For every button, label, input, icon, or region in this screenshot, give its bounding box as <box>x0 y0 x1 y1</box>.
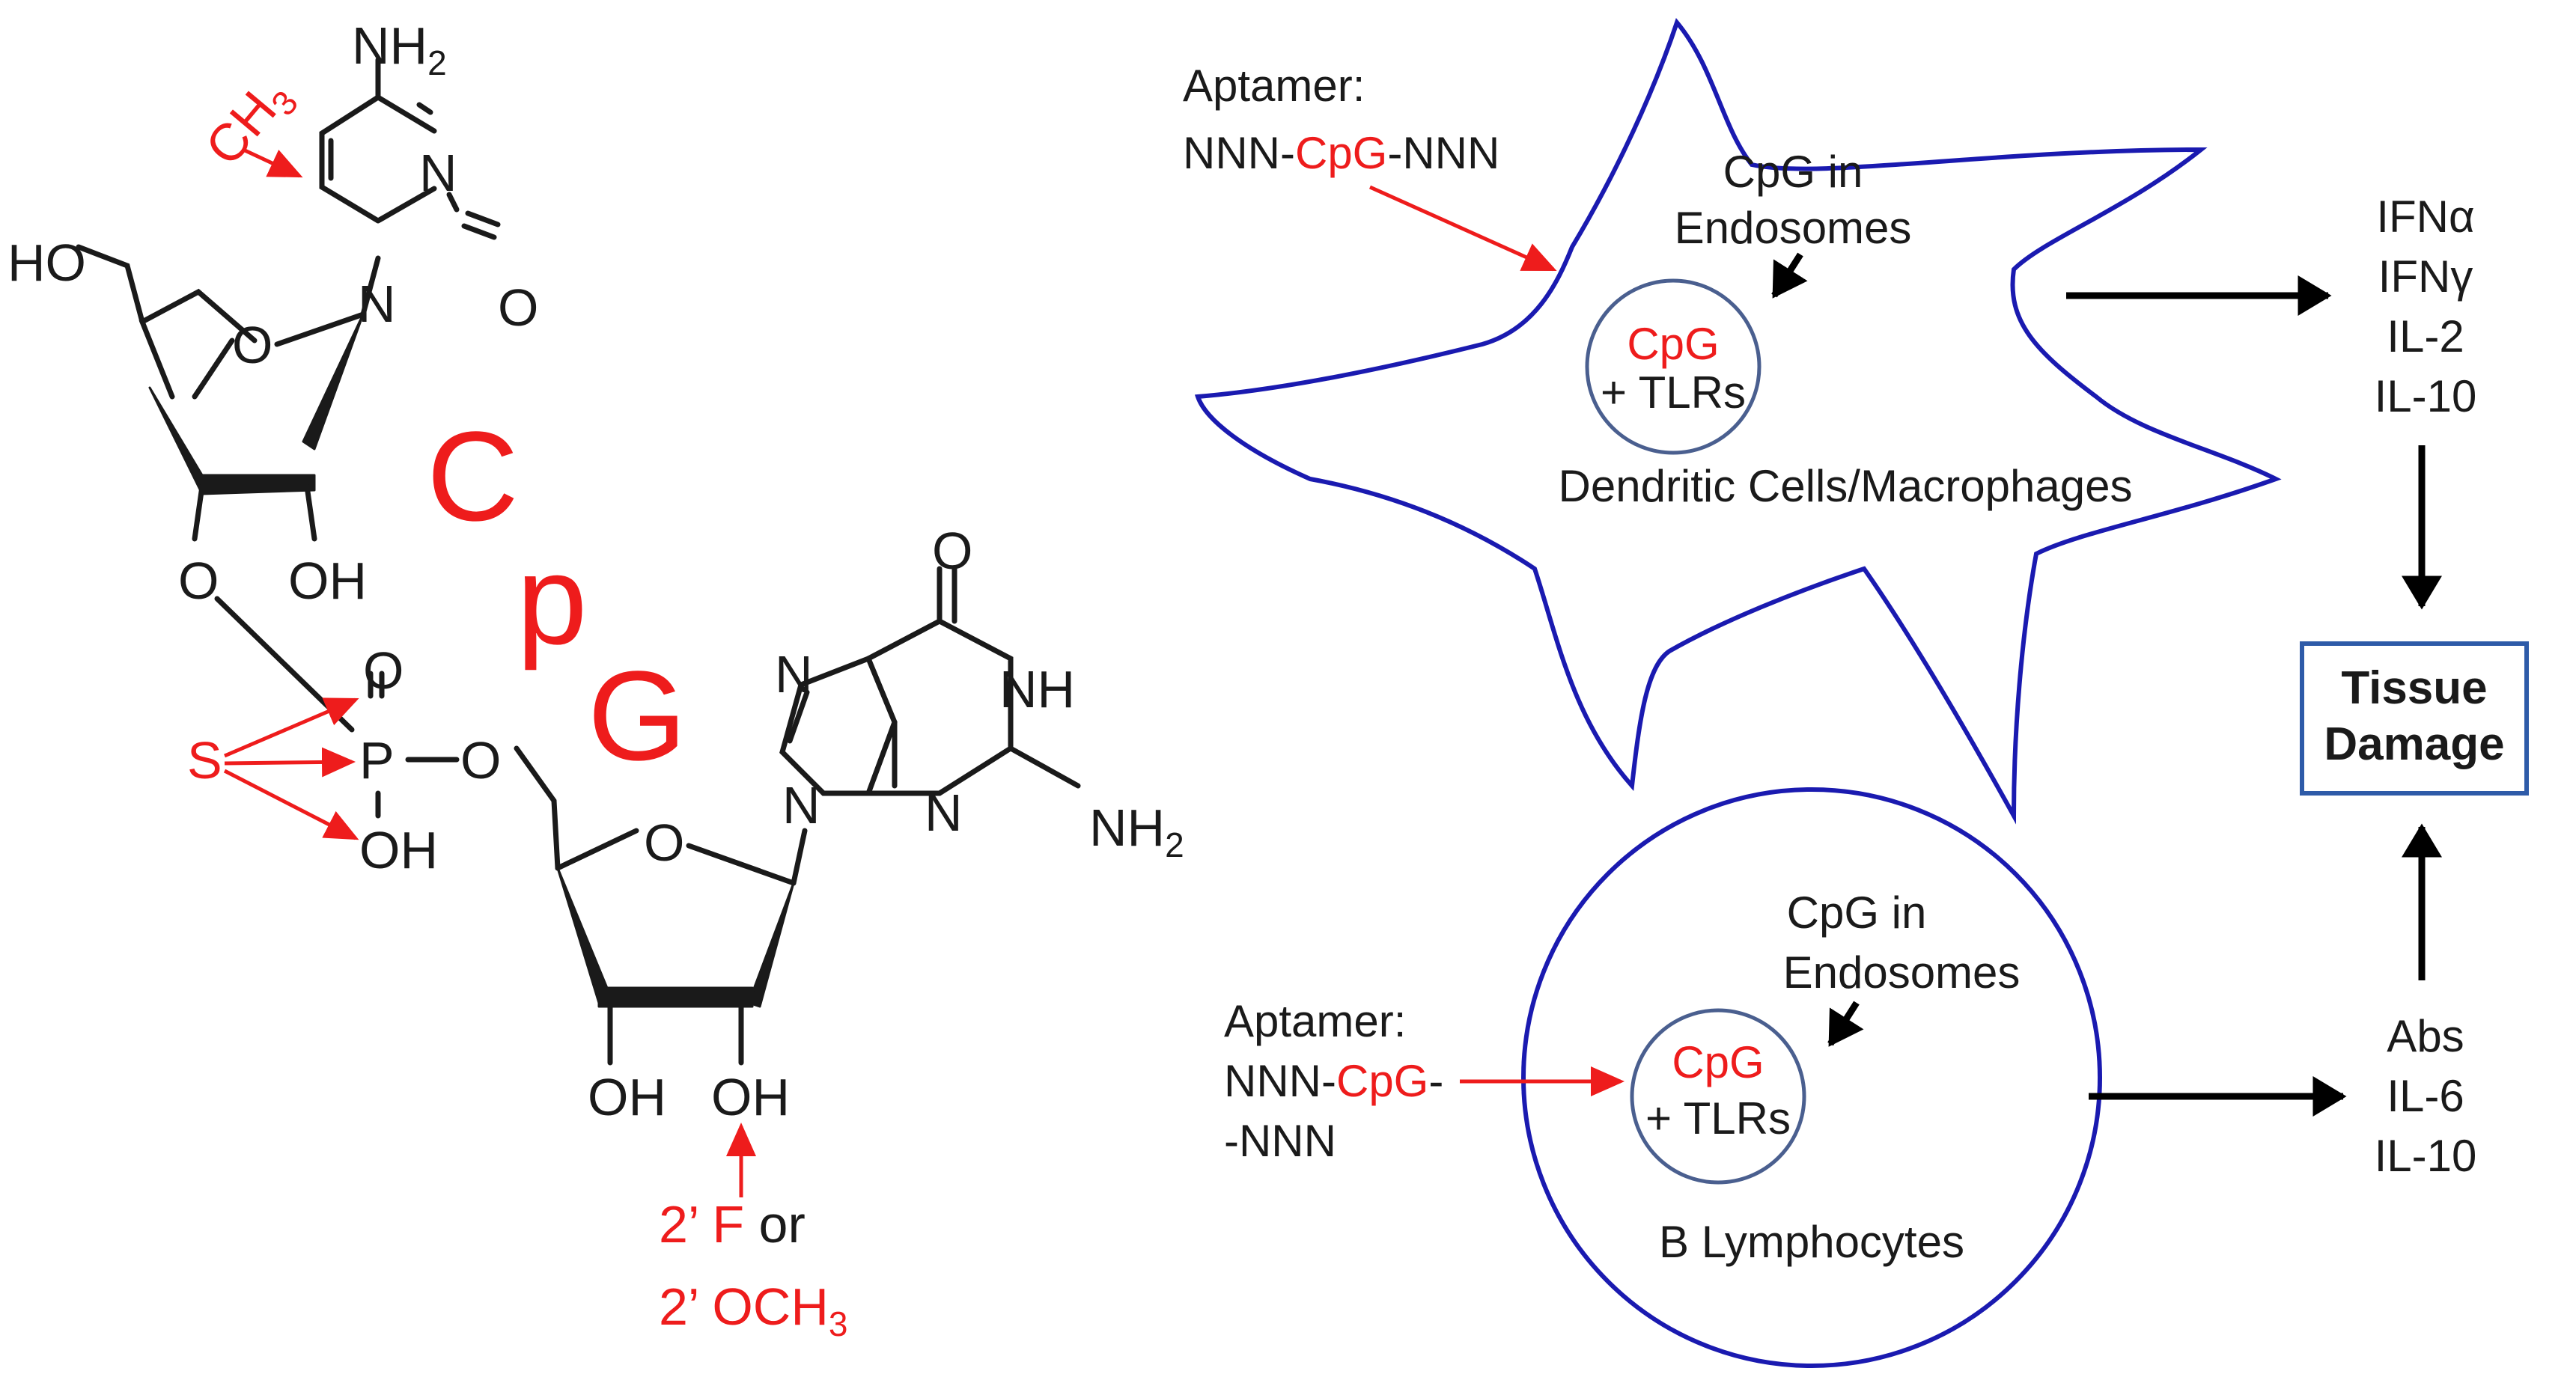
b-endosome-tlrs: + TLRs <box>1645 1093 1791 1144</box>
dc-cpg-in-label: CpG in <box>1723 147 1863 197</box>
output-item: IL-6 <box>2387 1071 2464 1121</box>
imidazole-nitrogen-7-label: N <box>775 645 813 703</box>
methoxy-modification-label: 2’ OCH3 <box>659 1277 847 1343</box>
phosphate-hydroxyl-label: OH <box>359 821 438 879</box>
imidazole-nitrogen-9-label: N <box>782 776 820 834</box>
dc-cytokine-list: IFNα IFNγ IL-2 IL-10 <box>2375 192 2477 421</box>
fluoro-modification-label: 2’ F or <box>659 1195 806 1254</box>
amine-label-guanine: NH2 <box>1089 799 1184 864</box>
first-ribose <box>76 244 381 542</box>
glycosidic-nitrogen-label: N <box>358 275 396 333</box>
second-ribose <box>551 798 808 1066</box>
methyl-label: CH3 <box>194 66 305 181</box>
methyl-modification: CH3 <box>194 66 305 181</box>
b-aptamer-sequence-line-2: -NNN <box>1224 1116 1336 1166</box>
dendritic-cell-pathway: CpG + TLRs CpG in Endosomes Dendritic Ce… <box>1183 17 2477 825</box>
phosphorothioate-modification: S <box>187 697 359 840</box>
hydroxyl-5prime-label: HO <box>7 233 86 292</box>
hydroxyl-3prime-label: OH <box>588 1068 666 1126</box>
outcome-line-1: Tissue <box>2341 662 2487 714</box>
b-output-list: Abs IL-6 IL-10 <box>2375 1011 2477 1181</box>
cytokine-item: IFNα <box>2376 192 2474 242</box>
b-aptamer-label: Aptamer: <box>1224 996 1406 1046</box>
guanine-carbonyl-oxygen-label: O <box>932 522 972 580</box>
dendritic-cell-outline <box>1194 17 2282 825</box>
dc-aptamer-sequence: NNN-CpG-NNN <box>1183 128 1499 178</box>
b-aptamer-sequence-line-1: NNN-CpG- <box>1224 1056 1443 1106</box>
ester-oxygen-label: O <box>460 731 501 790</box>
b-cell-outline <box>1521 787 2102 1368</box>
b-endosomes-label: Endosomes <box>1783 947 2021 998</box>
output-item: IL-10 <box>2375 1131 2477 1181</box>
tissue-damage-box <box>2300 641 2529 796</box>
cytosine-base <box>319 57 501 240</box>
dc-endosome-circle <box>1585 278 1762 455</box>
outcome-box: Tissue Damage <box>2300 641 2529 796</box>
ring-oxygen-label-2: O <box>644 813 684 872</box>
pyrimidine-nitrogen-label: N <box>925 784 963 842</box>
outcome-line-2: Damage <box>2324 718 2504 770</box>
dc-endosomes-label: Endosomes <box>1675 203 1912 253</box>
hydroxyl-2prime-label-2: OH <box>711 1068 790 1126</box>
big-letter-p: p <box>517 529 588 671</box>
sugar-2prime-modification: 2’ F or 2’ OCH3 <box>659 1123 847 1343</box>
b-endosome-circle <box>1630 1008 1806 1185</box>
cytokine-item: IL-2 <box>2387 311 2464 361</box>
amine-label-cytosine: NH2 <box>352 16 447 82</box>
carbonyl-oxygen-label: O <box>498 278 538 337</box>
phosphoryl-oxygen-label: O <box>363 641 404 700</box>
ring-nitrogen-label: N <box>419 144 457 202</box>
b-cpg-in-label: CpG in <box>1787 888 1927 938</box>
big-letter-g: G <box>588 645 686 787</box>
hydroxyl-2prime-label-1: OH <box>288 552 367 610</box>
phosphorus-label: P <box>359 731 395 790</box>
dc-cell-name: Dendritic Cells/Macrophages <box>1559 461 2133 511</box>
b-cell-name: B Lymphocytes <box>1659 1217 1964 1267</box>
ring-oxygen-label-1: O <box>232 316 272 374</box>
imide-nh-label: NH <box>999 660 1075 718</box>
bridging-oxygen-label: O <box>178 552 219 610</box>
cytokine-item: IFNγ <box>2378 251 2473 302</box>
dc-endosome-cpg: CpG <box>1627 319 1719 369</box>
big-letter-c: C <box>427 406 519 548</box>
b-endosome-cpg: CpG <box>1672 1037 1764 1087</box>
dc-aptamer-label: Aptamer: <box>1183 61 1365 111</box>
cpg-dinucleotide-structure: NH2 CH3 N N O HO O OH O O P O OH S O OH … <box>7 16 1184 1343</box>
cytokine-item: IL-10 <box>2375 371 2477 421</box>
dc-endosome-tlrs: + TLRs <box>1601 367 1746 418</box>
b-lymphocyte-pathway: CpG + TLRs CpG in Endosomes B Lymphocyte… <box>1224 787 2477 1368</box>
output-item: Abs <box>2387 1011 2464 1061</box>
sulfur-label: S <box>187 731 222 790</box>
guanine-base <box>779 566 1081 796</box>
